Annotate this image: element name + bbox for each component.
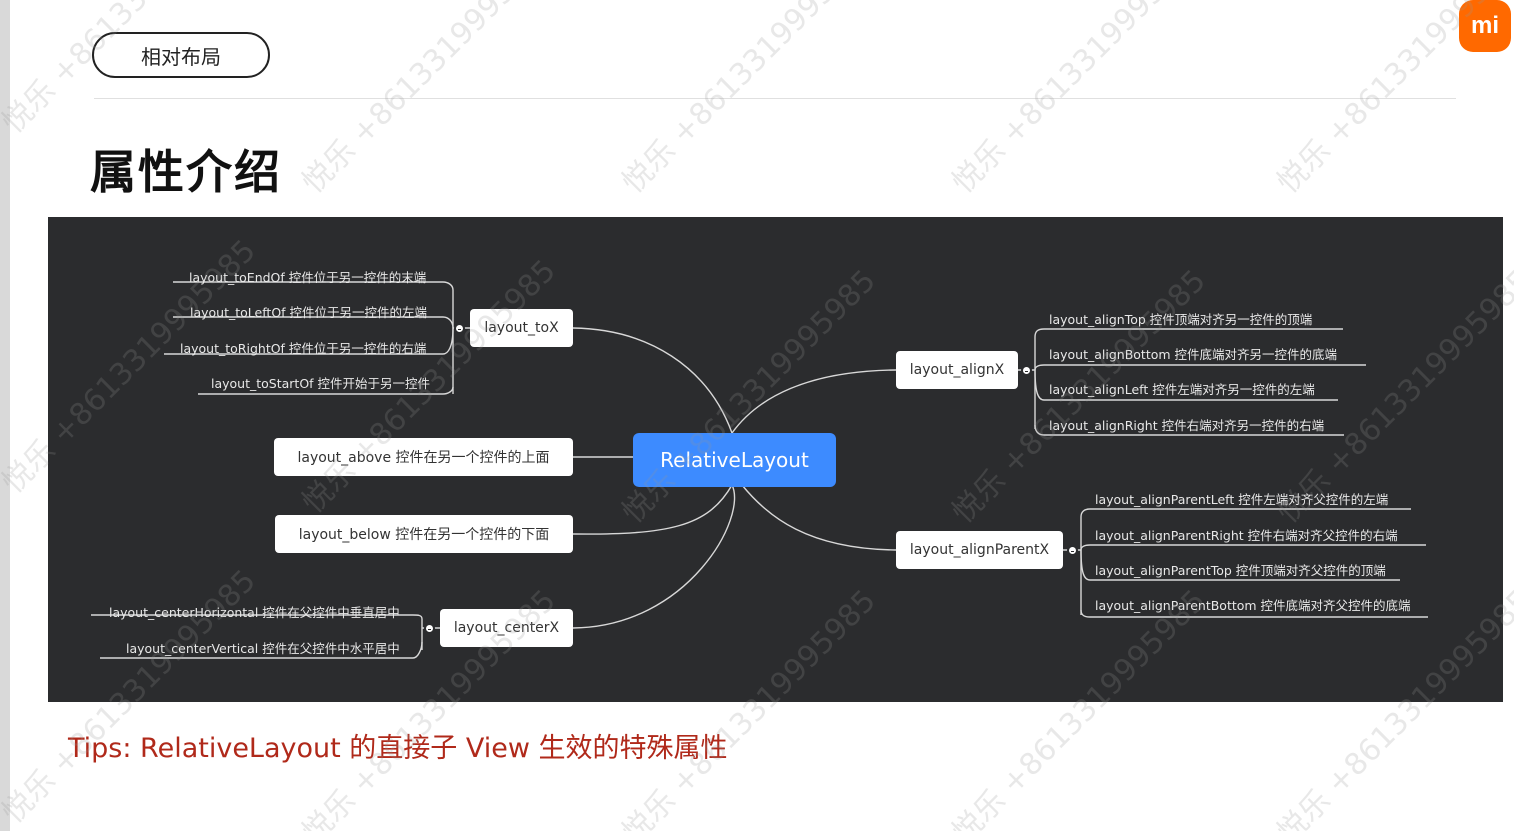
mindmap-canvas: RelativeLayout layout_toX layout_above 控… <box>48 217 1503 702</box>
watermark: 悦乐 +8613319995985 <box>615 0 883 201</box>
node-relativelayout[interactable]: RelativeLayout <box>633 433 836 487</box>
section-tag: 相对布局 <box>92 32 270 78</box>
collapse-icon[interactable] <box>1067 545 1078 556</box>
node-layout-centerx[interactable]: layout_centerX <box>440 609 573 647</box>
window-edge <box>0 0 10 831</box>
mi-logo: mi <box>1459 0 1511 52</box>
leaf-layout-centervertical[interactable]: layout_centerVertical 控件在父控件中水平居中 <box>126 641 400 656</box>
leaf-layout-torightof[interactable]: layout_toRightOf 控件位于另一控件的右端 <box>180 341 427 356</box>
leaf-layout-toendof[interactable]: layout_toEndOf 控件位于另一控件的末端 <box>189 270 427 285</box>
watermark: 悦乐 +8613319995985 <box>295 0 563 201</box>
node-layout-tox[interactable]: layout_toX <box>470 309 573 347</box>
tips-text: Tips: RelativeLayout 的直接子 View 生效的特殊属性 <box>68 733 728 764</box>
node-layout-below[interactable]: layout_below 控件在另一个控件的下面 <box>275 515 573 553</box>
leaf-layout-toleftof[interactable]: layout_toLeftOf 控件位于另一控件的左端 <box>190 305 428 320</box>
page-title: 属性介绍 <box>90 145 282 199</box>
leaf-layout-alignbottom[interactable]: layout_alignBottom 控件底端对齐另一控件的底端 <box>1049 347 1338 362</box>
leaf-layout-alignparentright[interactable]: layout_alignParentRight 控件右端对齐父控件的右端 <box>1095 528 1398 543</box>
leaf-layout-centerhorizontal[interactable]: layout_centerHorizontal 控件在父控件中垂直居中 <box>109 605 400 620</box>
node-layout-above[interactable]: layout_above 控件在另一个控件的上面 <box>274 438 573 476</box>
node-layout-alignx[interactable]: layout_alignX <box>896 351 1018 389</box>
node-layout-alignparentx[interactable]: layout_alignParentX <box>896 531 1063 569</box>
collapse-icon[interactable] <box>454 323 465 334</box>
leaf-layout-alignparenttop[interactable]: layout_alignParentTop 控件顶端对齐父控件的顶端 <box>1095 563 1386 578</box>
header-divider <box>94 98 1456 99</box>
leaf-layout-alignparentleft[interactable]: layout_alignParentLeft 控件左端对齐父控件的左端 <box>1095 492 1389 507</box>
leaf-layout-aligntop[interactable]: layout_alignTop 控件顶端对齐另一控件的顶端 <box>1049 312 1313 327</box>
leaf-layout-alignleft[interactable]: layout_alignLeft 控件左端对齐另一控件的左端 <box>1049 382 1315 397</box>
collapse-icon[interactable] <box>1021 365 1032 376</box>
collapse-icon[interactable] <box>424 623 435 634</box>
leaf-layout-alignparentbottom[interactable]: layout_alignParentBottom 控件底端对齐父控件的底端 <box>1095 598 1411 613</box>
leaf-layout-alignright[interactable]: layout_alignRight 控件右端对齐另一控件的右端 <box>1049 418 1325 433</box>
watermark: 悦乐 +8613319995985 <box>945 0 1213 201</box>
leaf-layout-tostartof[interactable]: layout_toStartOf 控件开始于另一控件 <box>211 376 431 391</box>
